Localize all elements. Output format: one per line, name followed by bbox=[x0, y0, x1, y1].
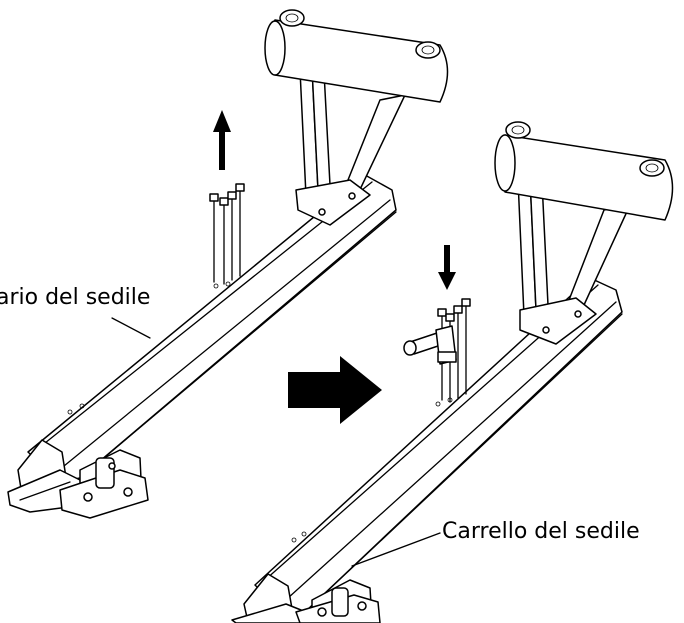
seat-carriage-label: Carrello del sedile bbox=[442, 519, 640, 544]
rail-leader-line bbox=[111, 317, 151, 339]
l-handle-pin bbox=[403, 325, 457, 365]
up-arrow-icon bbox=[213, 110, 231, 170]
left-seat-tube bbox=[267, 19, 449, 103]
left-bolts bbox=[209, 183, 245, 285]
seat-rail-label: ario del sedile bbox=[0, 285, 151, 310]
right-arrow-icon bbox=[288, 356, 382, 424]
left-seat-rail-assembly bbox=[7, 9, 449, 519]
left-rail-beam bbox=[27, 174, 397, 483]
down-arrow-icon bbox=[438, 245, 456, 290]
right-seat-rail-assembly bbox=[231, 121, 674, 623]
carriage-leader-line bbox=[351, 532, 441, 567]
